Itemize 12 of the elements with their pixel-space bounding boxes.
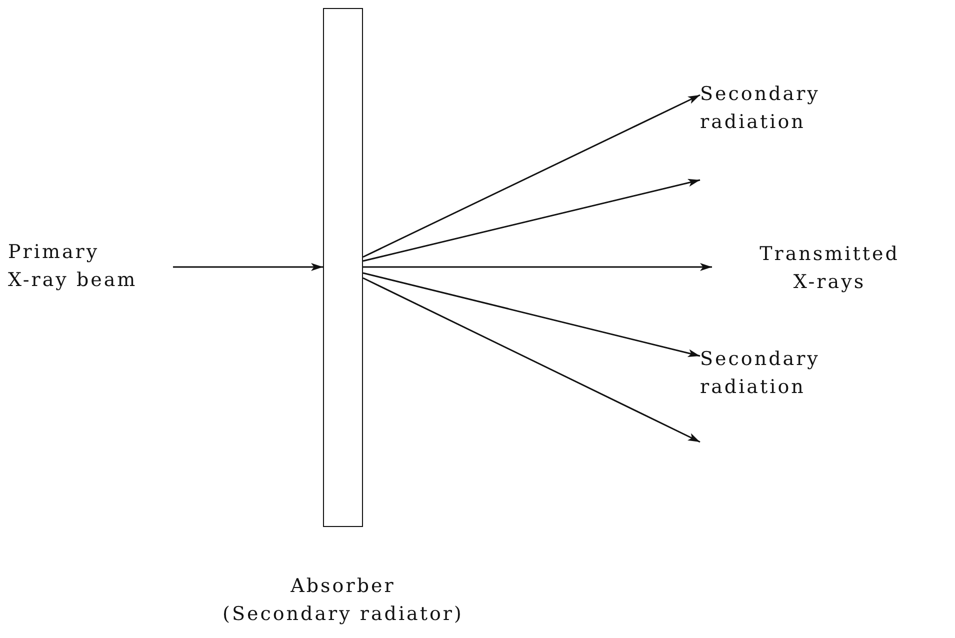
arrow — [362, 272, 700, 358]
radiation-label: Secondary radiation — [700, 347, 821, 400]
absorber-plate — [323, 8, 363, 527]
arrow — [173, 263, 323, 271]
arrow — [363, 263, 712, 271]
arrow — [362, 178, 700, 262]
arrow — [362, 277, 700, 443]
radiation-label: Transmitted X-rays — [758, 242, 900, 295]
radiation-label: Primary X-ray beam — [8, 240, 138, 293]
radiation-label: Secondary radiation — [700, 82, 821, 135]
absorber-label: Absorber (Secondary radiator) — [222, 574, 464, 627]
arrow — [362, 94, 700, 258]
